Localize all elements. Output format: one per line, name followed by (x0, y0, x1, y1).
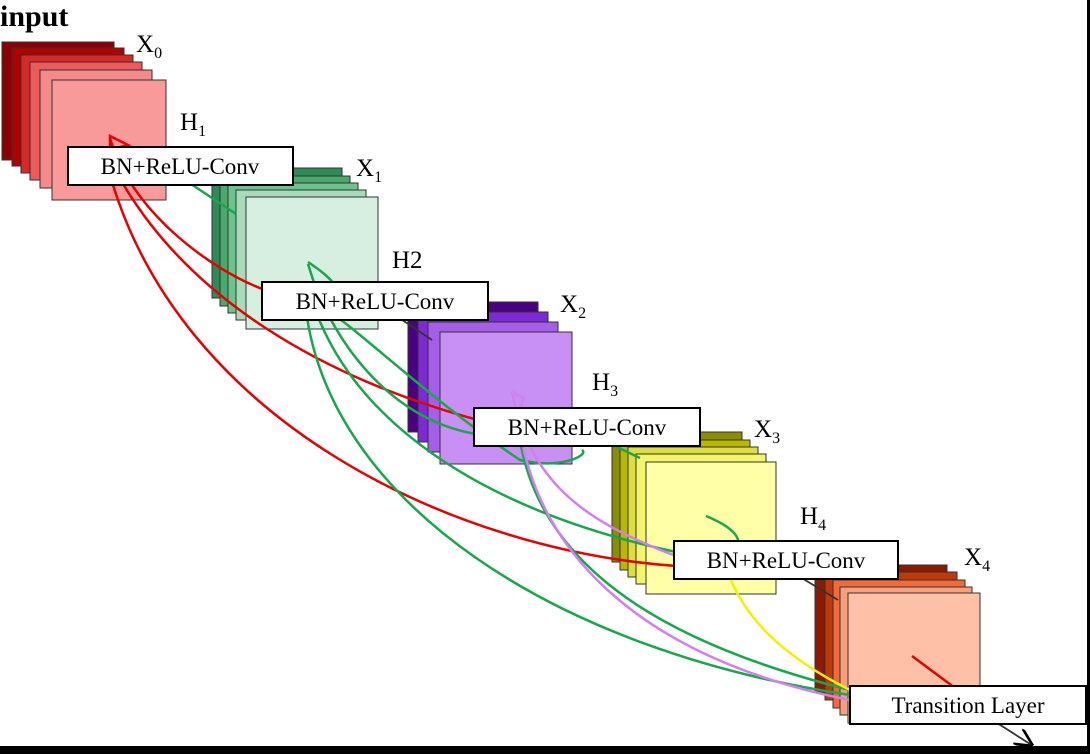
h3-label: H3 (592, 369, 618, 400)
h1-label: H1 (180, 109, 206, 140)
input-label: input (0, 0, 68, 33)
h2-label: H2 (392, 247, 423, 274)
h1-box: BN+ReLU-Conv (67, 146, 294, 186)
connection-x3-transition (722, 559, 851, 692)
connection-x2-h3-loop (511, 390, 526, 409)
connection-x0-h4 (108, 174, 677, 568)
h4-label: H4 (800, 503, 826, 534)
connection-x0-h3 (108, 159, 479, 422)
x1-label: X1 (356, 155, 382, 186)
connection-x1-h4 (310, 299, 677, 554)
h2-box: BN+ReLU-Conv (261, 281, 489, 321)
transition-box-label: Transition Layer (891, 693, 1044, 718)
h3-box-label: BN+ReLU-Conv (508, 415, 667, 440)
h3-box: BN+ReLU-Conv (473, 407, 701, 447)
connection-x1-transition (304, 309, 851, 697)
transition-box: Transition Layer (849, 685, 1087, 725)
connection-x2-transition-2 (518, 429, 851, 702)
x4-label: X4 (964, 544, 990, 575)
connection-x2-transition (518, 439, 851, 692)
h4-box-label: BN+ReLU-Conv (707, 548, 866, 573)
h1-box-label: BN+ReLU-Conv (101, 154, 260, 179)
h2-box-label: BN+ReLU-Conv (296, 289, 455, 314)
connection-x4-transition (911, 654, 956, 690)
x0-label: X0 (136, 31, 162, 62)
x3-label: X3 (754, 416, 780, 447)
h4-box: BN+ReLU-Conv (673, 540, 899, 580)
x2-label: X2 (560, 291, 586, 322)
